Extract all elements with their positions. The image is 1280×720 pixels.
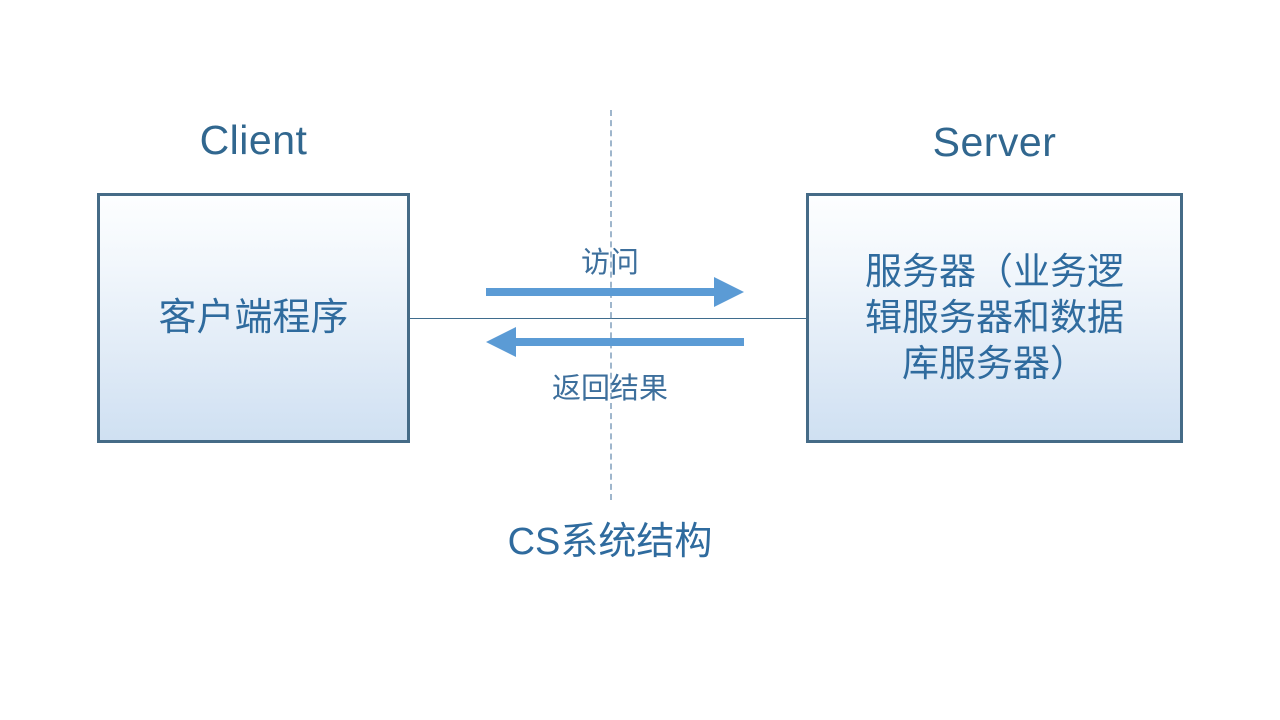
vertical-dashed-divider: [610, 110, 612, 500]
node-box-client: 客户端程序: [97, 193, 410, 443]
column-heading-client: Client: [199, 117, 308, 163]
figure-caption: CS系统结构: [507, 521, 713, 563]
node-box-server: 服务器（业务逻 辑服务器和数据 库服务器）: [806, 193, 1183, 443]
column-heading-server: Server: [932, 119, 1057, 165]
node-label-client: 客户端程序: [158, 296, 349, 339]
connector-line: [410, 318, 806, 319]
arrow-left-icon: [486, 325, 744, 359]
node-label-server: 服务器（业务逻 辑服务器和数据 库服务器）: [865, 250, 1124, 385]
arrow-right-icon: [486, 275, 744, 309]
arrow-label-response: 返回结果: [551, 373, 668, 405]
arrow-label-request: 访问: [580, 247, 639, 279]
